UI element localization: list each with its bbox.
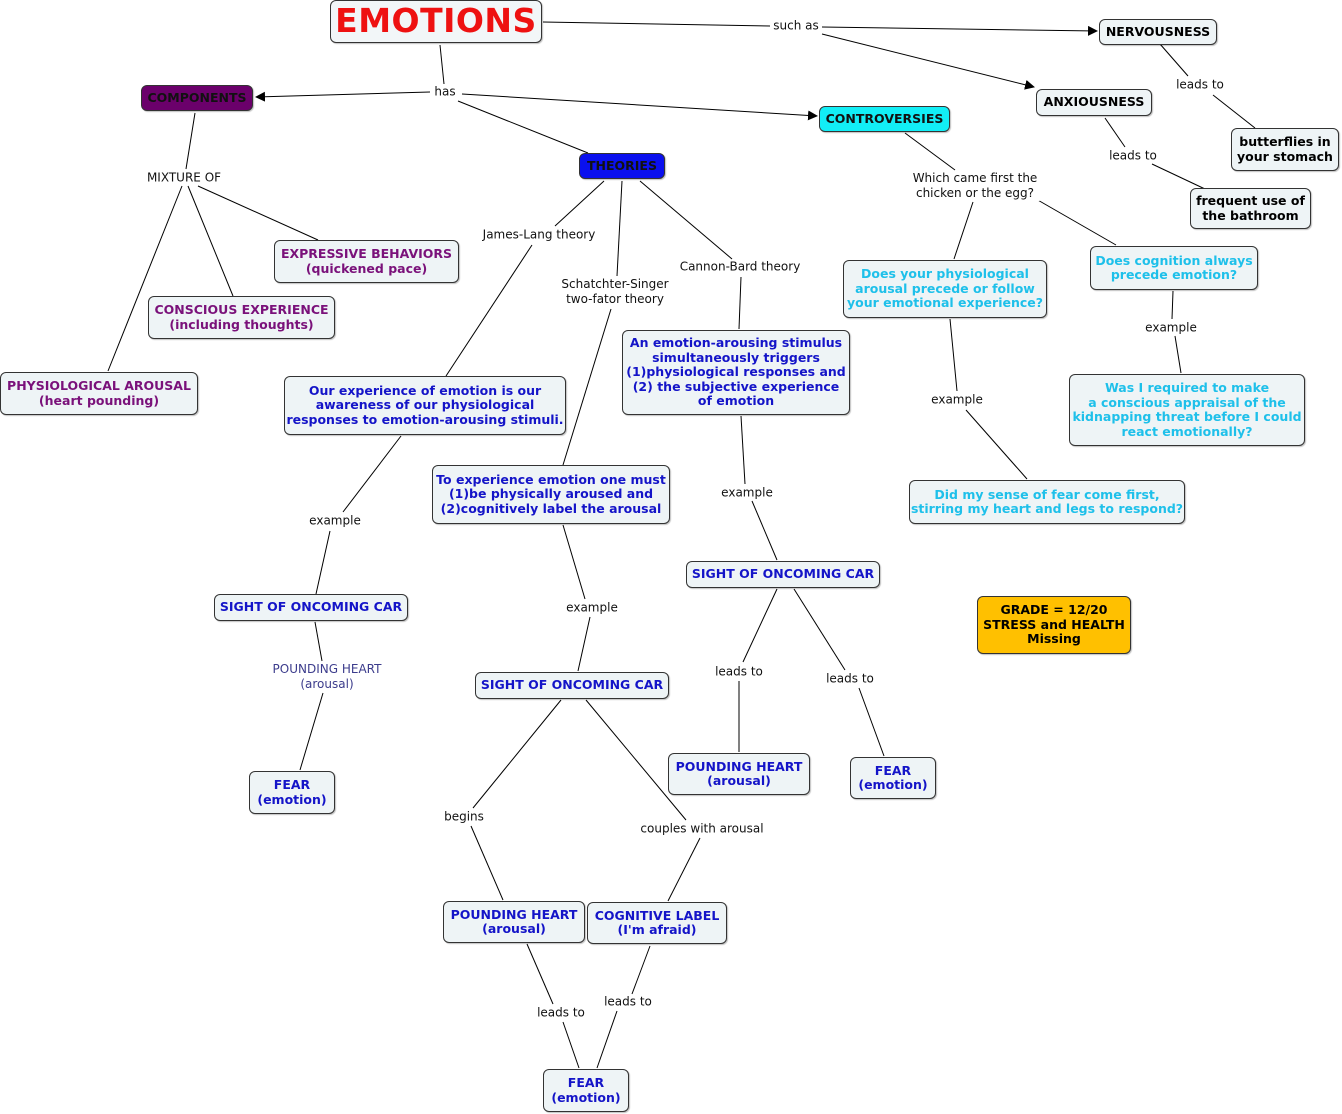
label-schachter-singer: Schatchter-Singer two-fator theory bbox=[559, 277, 671, 307]
fear-first-example-node[interactable]: Did my sense of fear come first, stirrin… bbox=[909, 480, 1185, 524]
butterflies-node[interactable]: butterflies in your stomach bbox=[1231, 128, 1339, 171]
link-line bbox=[953, 201, 974, 260]
cannon-bard-fear-node[interactable]: FEAR (emotion) bbox=[850, 757, 936, 799]
link-line bbox=[107, 185, 183, 372]
link-line bbox=[577, 616, 591, 672]
kidnapping-example-node[interactable]: Was I required to make a conscious appra… bbox=[1069, 374, 1305, 446]
label-example-physiological: example bbox=[929, 392, 985, 408]
link-line bbox=[667, 837, 701, 902]
label-such-as: such as bbox=[771, 18, 821, 34]
conscious-experience-node[interactable]: CONSCIOUS EXPERIENCE (including thoughts… bbox=[148, 296, 335, 339]
link-line bbox=[858, 687, 885, 757]
link-line bbox=[185, 112, 196, 170]
link-line bbox=[585, 699, 687, 821]
link-line bbox=[255, 91, 431, 102]
label-has: has bbox=[432, 84, 458, 100]
schachter-singer-heart-node[interactable]: POUNDING HEART (arousal) bbox=[443, 901, 585, 943]
link-line bbox=[1171, 290, 1174, 320]
link-line bbox=[457, 100, 589, 154]
label-leads-to-cb-fear: leads to bbox=[824, 671, 876, 687]
label-example-james-lang: example bbox=[307, 513, 363, 529]
label-leads-to-anxiousness: leads to bbox=[1107, 148, 1159, 164]
link-line bbox=[562, 1021, 580, 1069]
anxiousness-node[interactable]: ANXIOUSNESS bbox=[1036, 89, 1152, 116]
link-line bbox=[470, 825, 504, 901]
cognition-question-node[interactable]: Does cognition always precede emotion? bbox=[1090, 246, 1258, 290]
link-line bbox=[639, 180, 733, 260]
link-line bbox=[562, 308, 612, 466]
link-line bbox=[1159, 43, 1189, 77]
label-leads-to-cb-heart: leads to bbox=[713, 664, 765, 680]
link-line bbox=[445, 244, 533, 377]
link-line bbox=[197, 185, 319, 241]
link-line bbox=[949, 318, 958, 392]
physiological-arousal-node[interactable]: PHYSIOLOGICAL AROUSAL (heart pounding) bbox=[0, 372, 198, 415]
label-pounding-heart: POUNDING HEART (arousal) bbox=[270, 662, 384, 692]
link-line bbox=[461, 93, 818, 121]
label-leads-to-heart-fear: leads to bbox=[535, 1005, 587, 1021]
james-lang-car-node[interactable]: SIGHT OF ONCOMING CAR bbox=[214, 594, 408, 621]
link-line bbox=[542, 21, 771, 27]
label-begins: begins bbox=[442, 809, 486, 825]
link-line bbox=[965, 409, 1028, 480]
schachter-singer-car-node[interactable]: SIGHT OF ONCOMING CAR bbox=[475, 672, 669, 699]
expressive-behaviors-node[interactable]: EXPRESSIVE BEHAVIORS (quickened pace) bbox=[274, 240, 459, 283]
schachter-singer-label-node[interactable]: COGNITIVE LABEL (I'm afraid) bbox=[587, 902, 727, 944]
label-example-schachter: example bbox=[564, 600, 620, 616]
link-line bbox=[631, 945, 651, 995]
link-line bbox=[315, 530, 331, 595]
link-line bbox=[439, 44, 445, 85]
link-line bbox=[554, 180, 605, 227]
label-james-lang: James-Lang theory bbox=[480, 227, 598, 243]
nervousness-node[interactable]: NERVOUSNESS bbox=[1099, 19, 1217, 45]
link-line bbox=[526, 943, 554, 1005]
link-line bbox=[738, 276, 742, 330]
link-line bbox=[299, 692, 324, 771]
link-line bbox=[1104, 117, 1126, 148]
label-leads-to-nervousness: leads to bbox=[1174, 77, 1226, 93]
bathroom-node[interactable]: frequent use of the bathroom bbox=[1190, 188, 1311, 229]
label-leads-to-label-fear: leads to bbox=[602, 994, 654, 1010]
schachter-singer-definition-node[interactable]: To experience emotion one must (1)be phy… bbox=[432, 465, 670, 524]
label-cannon-bard: Cannon-Bard theory bbox=[677, 259, 803, 275]
link-line bbox=[740, 415, 746, 485]
cannon-bard-definition-node[interactable]: An emotion-arousing stimulus simultaneou… bbox=[622, 330, 850, 415]
theories-node[interactable]: THEORIES bbox=[579, 153, 665, 179]
link-line bbox=[793, 588, 846, 671]
link-line bbox=[1035, 198, 1117, 246]
label-example-cannon-bard: example bbox=[719, 485, 775, 501]
james-lang-definition-node[interactable]: Our experience of emotion is our awarene… bbox=[284, 376, 566, 435]
link-line bbox=[616, 180, 623, 277]
cannon-bard-car-node[interactable]: SIGHT OF ONCOMING CAR bbox=[686, 561, 880, 588]
link-line bbox=[187, 185, 234, 297]
label-chicken-egg: Which came first the chicken or the egg? bbox=[910, 171, 1040, 201]
label-couples-with-arousal: couples with arousal bbox=[638, 821, 766, 837]
emotions-title-node[interactable]: EMOTIONS bbox=[330, 0, 542, 43]
link-line bbox=[751, 500, 778, 561]
link-line bbox=[314, 621, 323, 662]
label-mixture-of: MIXTURE OF bbox=[144, 170, 224, 186]
link-line bbox=[472, 699, 562, 809]
link-line bbox=[596, 1010, 618, 1069]
link-line bbox=[1174, 335, 1182, 374]
james-lang-fear-node[interactable]: FEAR (emotion) bbox=[249, 771, 335, 814]
link-line bbox=[821, 25, 1098, 36]
grade-node[interactable]: GRADE = 12/20 STRESS and HEALTH Missing bbox=[977, 596, 1131, 654]
cannon-bard-heart-node[interactable]: POUNDING HEART (arousal) bbox=[668, 753, 810, 795]
controversies-node[interactable]: CONTROVERSIES bbox=[819, 106, 950, 132]
link-line bbox=[562, 524, 586, 600]
link-line bbox=[904, 132, 956, 171]
link-line bbox=[342, 435, 402, 513]
physiological-question-node[interactable]: Does your physiological arousal precede … bbox=[843, 260, 1047, 318]
link-line bbox=[821, 33, 1035, 90]
link-line bbox=[1212, 94, 1256, 129]
link-line bbox=[1151, 163, 1206, 190]
schachter-singer-fear-node[interactable]: FEAR (emotion) bbox=[543, 1069, 629, 1112]
link-line bbox=[742, 588, 778, 663]
label-example-cognition: example bbox=[1143, 320, 1199, 336]
components-node[interactable]: COMPONENTS bbox=[141, 85, 253, 111]
